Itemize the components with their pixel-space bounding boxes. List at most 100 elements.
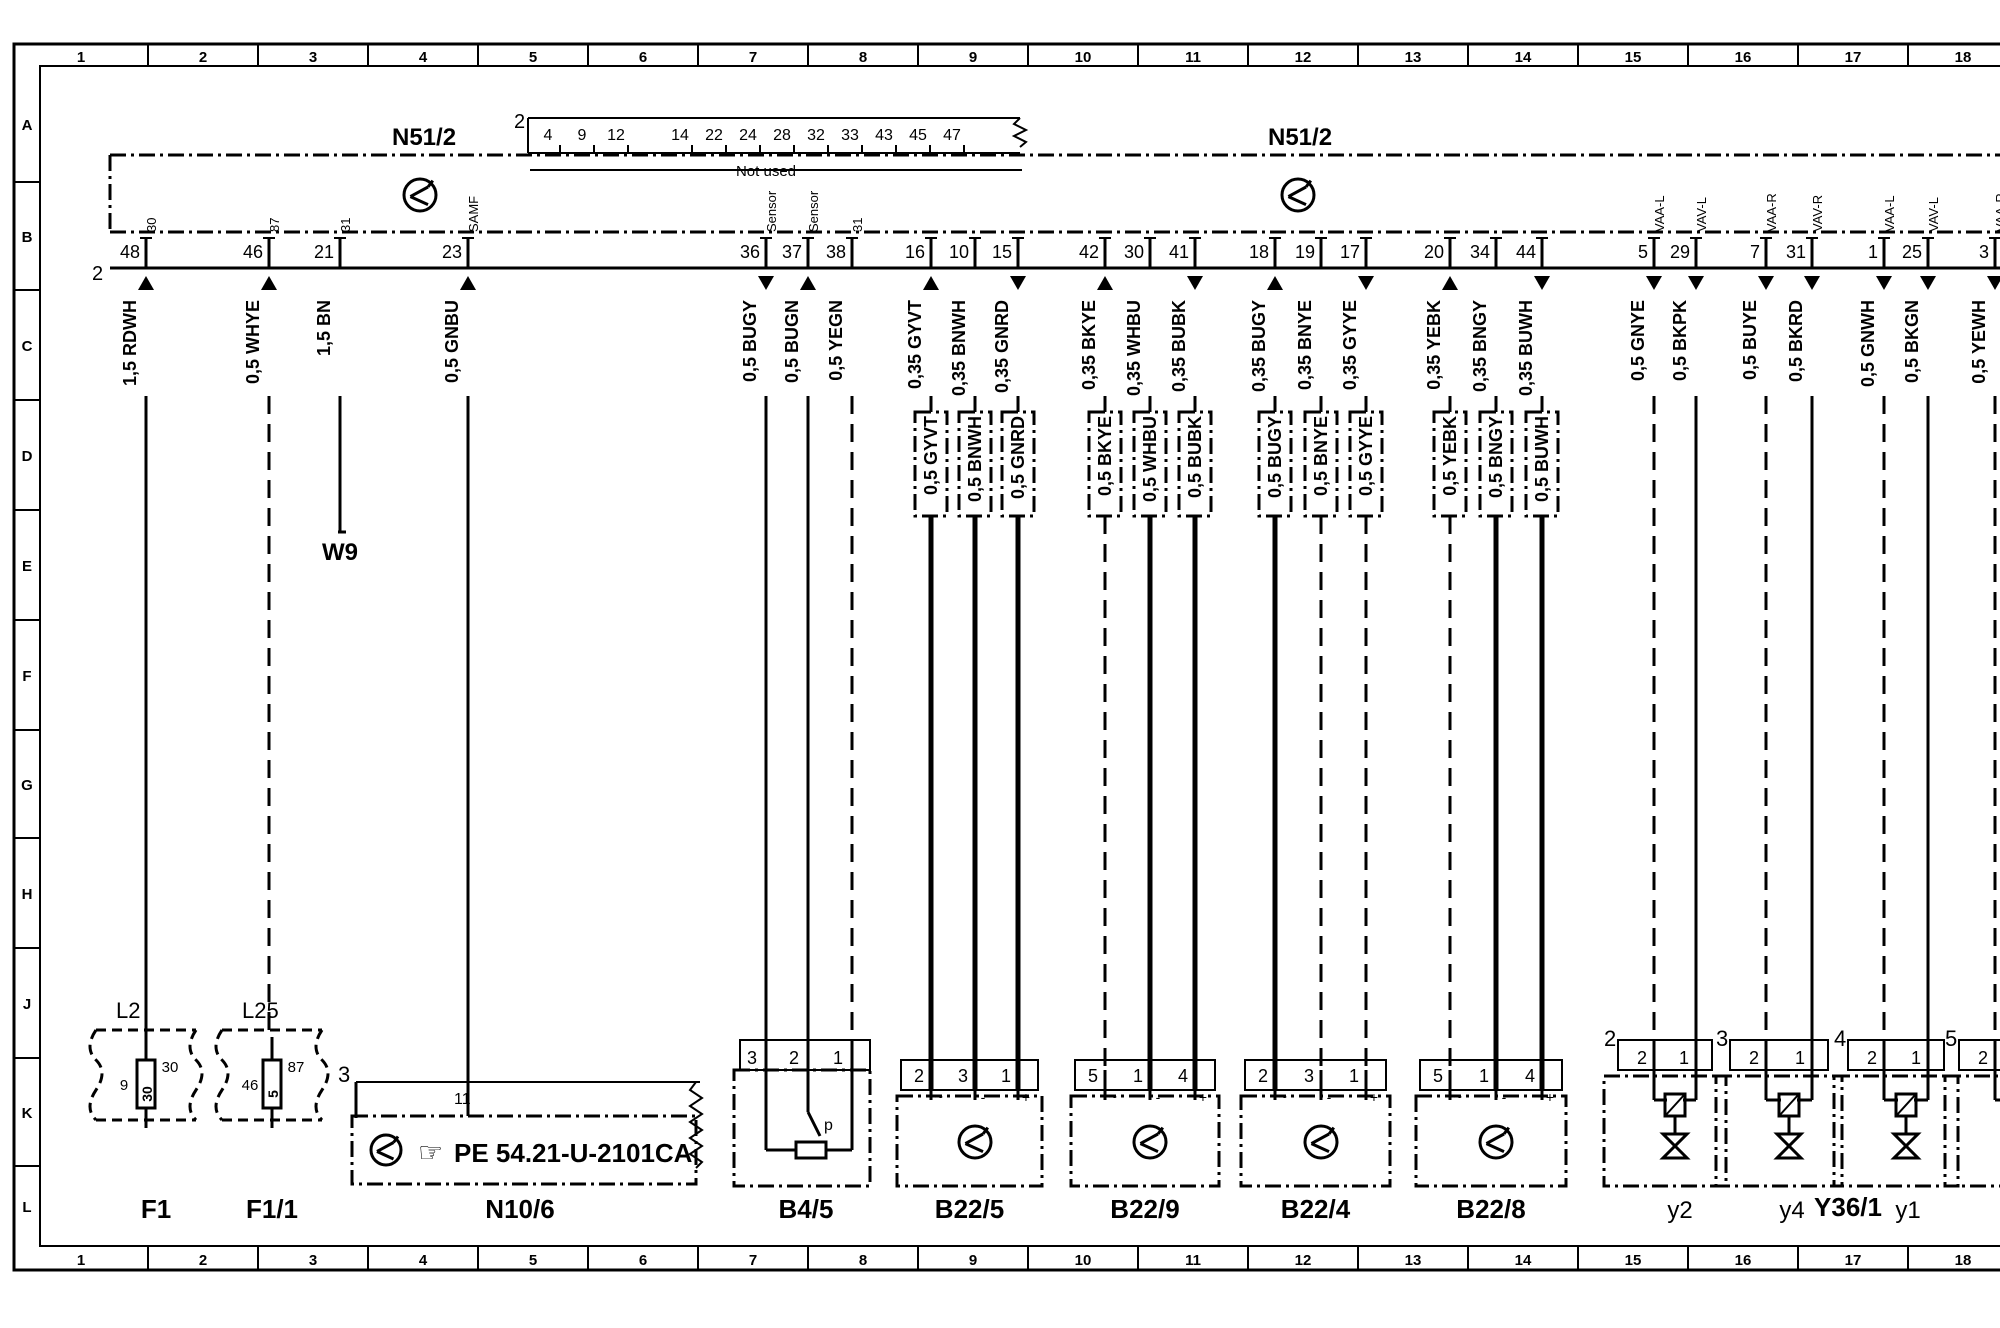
pin-number: 48 (120, 242, 140, 262)
column-number: 5 (529, 1252, 537, 1269)
wire-alt-spec: 0,5 BUBK (1185, 416, 1205, 498)
fuse-pin-right: 87 (288, 1059, 305, 1076)
direction-arrow (1688, 276, 1704, 290)
fuse-label: L25 (242, 998, 279, 1023)
pin-number: 1 (1911, 1048, 1921, 1068)
wire-spec: 0,5 GNBU (442, 300, 462, 383)
pin-signal: VAA-L (1652, 195, 1667, 232)
pin-number: 7 (1750, 242, 1760, 262)
wire-spec: 0,5 WHYE (243, 300, 263, 384)
pin-signal: 31 (850, 218, 865, 232)
sensor-icon (369, 1133, 403, 1167)
connector-box (1244, 1059, 1387, 1091)
wire-spec: 0,5 YEWH (1969, 300, 1989, 384)
direction-arrow (1758, 276, 1774, 290)
potentiometer (794, 1140, 828, 1160)
pin-number: 3 (1304, 1066, 1314, 1086)
pin-number: 34 (1470, 242, 1490, 262)
pin-number: 15 (992, 242, 1012, 262)
connector-number: 2 (1604, 1026, 1616, 1051)
column-number: 7 (749, 1252, 757, 1269)
row-letter: L (22, 1199, 31, 1216)
column-number: 16 (1735, 49, 1752, 66)
pin-signal: VAV-L (1694, 197, 1709, 232)
sensor-icon-stroke (392, 1135, 400, 1144)
wire-spec: 0,35 WHBU (1124, 300, 1144, 396)
valve-outline (1943, 1074, 2000, 1188)
column-number: 8 (859, 49, 867, 66)
wire-spec: 0,35 BKYE (1079, 300, 1099, 390)
pin-number: 2 (789, 1048, 799, 1068)
valve-symbol (1773, 1143, 1805, 1160)
column-number: 6 (639, 1252, 647, 1269)
pin-number: 3 (1979, 242, 1989, 262)
pin-number: 1 (1001, 1066, 1011, 1086)
ground-label-w9: W9 (322, 539, 358, 566)
pin-number: 2 (1258, 1066, 1268, 1086)
column-number: 2 (199, 49, 207, 66)
column-number: 9 (969, 1252, 977, 1269)
sensor-outline (1414, 1094, 1568, 1188)
fuse-pin-right: 30 (162, 1059, 179, 1076)
unused-connector-number: 2 (514, 111, 525, 133)
wire-spec: 0,5 YEGN (826, 300, 846, 381)
column-number: 13 (1405, 1252, 1422, 1269)
sensor-icon-stroke (964, 1142, 984, 1153)
direction-arrow (1010, 276, 1026, 290)
pin-number: 1 (1679, 1048, 1689, 1068)
column-number: 11 (1185, 1252, 1201, 1269)
pin-number: 10 (949, 242, 969, 262)
sensor-icon-stroke (1310, 1142, 1330, 1153)
sensor-icon (1478, 1124, 1514, 1160)
connector-box (900, 1059, 1039, 1091)
wire-alt-spec: 0,5 GNRD (1008, 416, 1028, 499)
unused-pin-number: 45 (909, 127, 927, 144)
pin-number: 1 (833, 1048, 843, 1068)
column-number: 16 (1735, 1252, 1752, 1269)
direction-arrow (138, 276, 154, 290)
wire-spec: 0,35 BUBK (1169, 300, 1189, 392)
connector-box (1617, 1039, 1713, 1071)
pin-number: 25 (1902, 242, 1922, 262)
sensor-outline (1239, 1094, 1392, 1188)
column-number: 2 (199, 1252, 207, 1269)
wire-alt-spec: 0,5 BNWH (965, 416, 985, 502)
sensor-icon-stroke (964, 1132, 984, 1145)
pressure-marker: p (824, 1117, 833, 1134)
column-number: 18 (1955, 49, 1972, 66)
fuse-outline (88, 1029, 204, 1122)
unused-pin-number: 9 (578, 127, 587, 144)
pin-number: 2 (1637, 1048, 1647, 1068)
direction-arrow (1187, 276, 1203, 290)
pin-number: 2 (1978, 1048, 1988, 1068)
column-number: 13 (1405, 49, 1422, 66)
direction-arrow (758, 276, 774, 290)
solenoid-diagonal (1664, 1093, 1686, 1117)
module-name-left: N51/2 (392, 124, 456, 151)
wire-spec: 0,5 BKGN (1902, 300, 1922, 383)
column-number: 15 (1625, 1252, 1642, 1269)
component-name: N10/6 (485, 1194, 554, 1224)
valve-name: y1 (1895, 1197, 1920, 1224)
component-name: B22/4 (1281, 1194, 1351, 1224)
wire-alt-spec: 0,5 YEBK (1440, 416, 1460, 496)
connector-number: 2 (92, 263, 103, 285)
component-name: F1 (141, 1194, 171, 1224)
unused-pin-number: 47 (943, 127, 961, 144)
column-number: 10 (1075, 1252, 1092, 1269)
